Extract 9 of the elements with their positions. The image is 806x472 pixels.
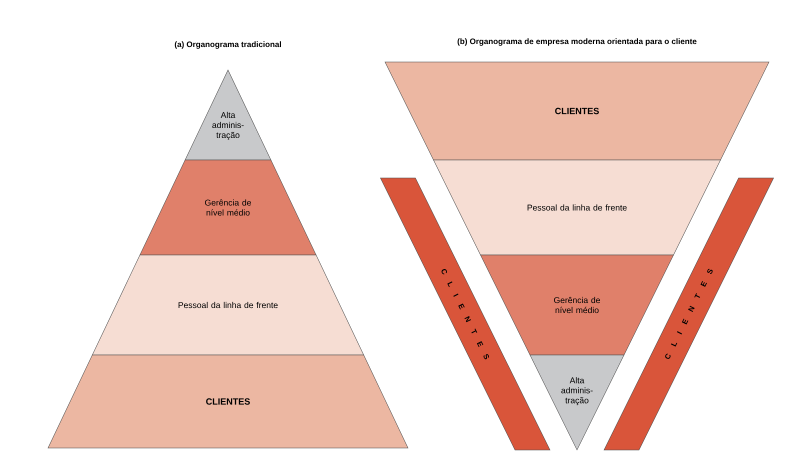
inverted-pyramid-level: CLIENTES xyxy=(384,62,770,160)
pyramid-level: CLIENTES xyxy=(48,354,408,448)
panel-title: (a) Organograma tradicional xyxy=(174,41,281,49)
pyramid-level: Pessoal da linha de frente xyxy=(92,254,364,356)
inverted-pyramid-level: Alta adminis- tração xyxy=(530,354,624,450)
pyramid-level: Gerência de nível médio xyxy=(140,160,316,256)
pyramid-level: Alta adminis- tração xyxy=(184,70,272,160)
panel-title: (b) Organograma de empresa moderna orientada para o cliente xyxy=(458,38,697,46)
inverted-pyramid-level: Pessoal da linha de frente xyxy=(433,160,721,256)
